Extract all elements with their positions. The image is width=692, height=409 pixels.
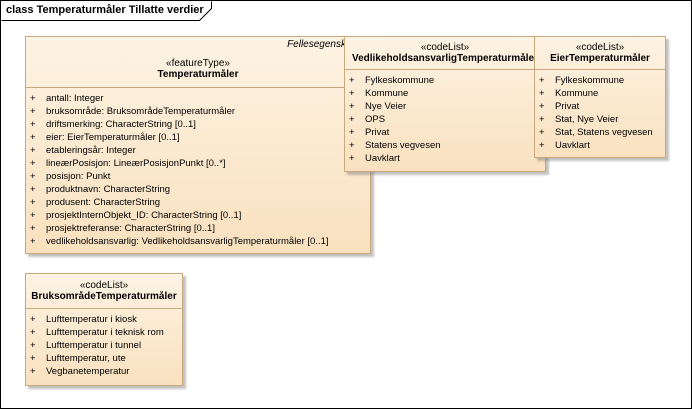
- attribute-row: +Nye Veier: [349, 101, 407, 112]
- frame-tab-outline: [1, 1, 212, 21]
- class-bruksomrade[interactable]: «codeList» BruksområdeTemperaturmåler +L…: [25, 273, 183, 386]
- attribute-row: +Stat, Statens vegvesen: [539, 127, 653, 138]
- attribute-list: +Fylkeskommune +Kommune +Nye Veier +OPS …: [345, 70, 545, 165]
- attribute-row: +Uavklart: [349, 153, 400, 164]
- attribute-row: +Statens vegvesen: [349, 140, 441, 151]
- attribute-row: +etableringsår: Integer: [30, 145, 136, 156]
- class-header: «codeList» EierTemperaturmåler: [535, 37, 665, 70]
- attribute-row: +Lufttemperatur, ute: [30, 353, 126, 364]
- attribute-row: +Lufttemperatur i teknisk rom: [30, 327, 164, 338]
- attribute-row: +produktnavn: CharacterString: [30, 184, 171, 195]
- attribute-row: +Privat: [539, 101, 580, 112]
- attribute-row: +Fylkeskommune: [539, 75, 625, 86]
- class-header: «codeList» BruksområdeTemperaturmåler: [26, 274, 182, 309]
- class-name: VedlikeholdsansvarligTemperaturmåler: [351, 53, 538, 64]
- attribute-row: +Lufttemperatur i kiosk: [30, 314, 137, 325]
- attribute-row: +Kommune: [349, 88, 409, 99]
- attribute-list: +Lufttemperatur i kiosk +Lufttemperatur …: [26, 309, 182, 378]
- attribute-list: +Fylkeskommune +Kommune +Privat +Stat, N…: [535, 70, 665, 152]
- class-vedlikeholdsansvarlig[interactable]: «codeList» VedlikeholdsansvarligTemperat…: [344, 36, 546, 172]
- class-stereotype: «codeList»: [79, 280, 129, 291]
- class-stereotype: «codeList»: [420, 42, 470, 53]
- class-stereotype: «featureType»: [166, 58, 230, 69]
- attribute-row: +Uavklart: [539, 140, 590, 151]
- class-header: Fellesegenskaper «featureType» Temperatu…: [26, 37, 370, 88]
- attribute-row: +posisjon: Punkt: [30, 171, 111, 182]
- attribute-row: +Fylkeskommune: [349, 75, 435, 86]
- attribute-row: +Lufttemperatur i tunnel: [30, 340, 142, 351]
- attribute-row: +OPS: [349, 114, 386, 125]
- attribute-row: +vedlikeholdsansvarlig: Vedlikeholdsansv…: [30, 236, 329, 247]
- attribute-row: +Kommune: [539, 88, 599, 99]
- attribute-list: +antall: Integer +bruksområde: Bruksområ…: [26, 88, 370, 248]
- attribute-row: +bruksområde: BruksområdeTemperaturmåler: [30, 106, 236, 117]
- class-tag: Fellesegenskaper: [287, 39, 366, 50]
- attribute-row: +Vegbanetemperatur: [30, 366, 130, 377]
- class-name: Temperaturmåler: [157, 69, 239, 80]
- attribute-row: +produsent: CharacterString: [30, 197, 161, 208]
- attribute-row: +eier: EierTemperaturmåler [0..1]: [30, 132, 180, 143]
- attribute-row: +lineærPosisjon: LineærPosisjonPunkt [0.…: [30, 158, 226, 169]
- class-name: BruksområdeTemperaturmåler: [31, 291, 177, 302]
- attribute-row: +Stat, Nye Veier: [539, 114, 619, 125]
- attribute-row: +antall: Integer: [30, 93, 104, 104]
- class-header: «codeList» VedlikeholdsansvarligTemperat…: [345, 37, 545, 70]
- attribute-row: +driftsmerking: CharacterString [0..1]: [30, 119, 196, 130]
- class-eiertemperaturmaler[interactable]: «codeList» EierTemperaturmåler +Fylkesko…: [534, 36, 666, 158]
- frame-title: class Temperaturmåler Tillatte verdier: [6, 4, 204, 16]
- class-name: EierTemperaturmåler: [550, 53, 650, 64]
- attribute-row: +prosjektreferanse: CharacterString [0..…: [30, 223, 215, 234]
- class-temperaturmaler[interactable]: Fellesegenskaper «featureType» Temperatu…: [25, 36, 371, 254]
- class-stereotype: «codeList»: [575, 42, 625, 53]
- attribute-row: +prosjektInternObjekt_ID: CharacterStrin…: [30, 210, 242, 221]
- attribute-row: +Privat: [349, 127, 390, 138]
